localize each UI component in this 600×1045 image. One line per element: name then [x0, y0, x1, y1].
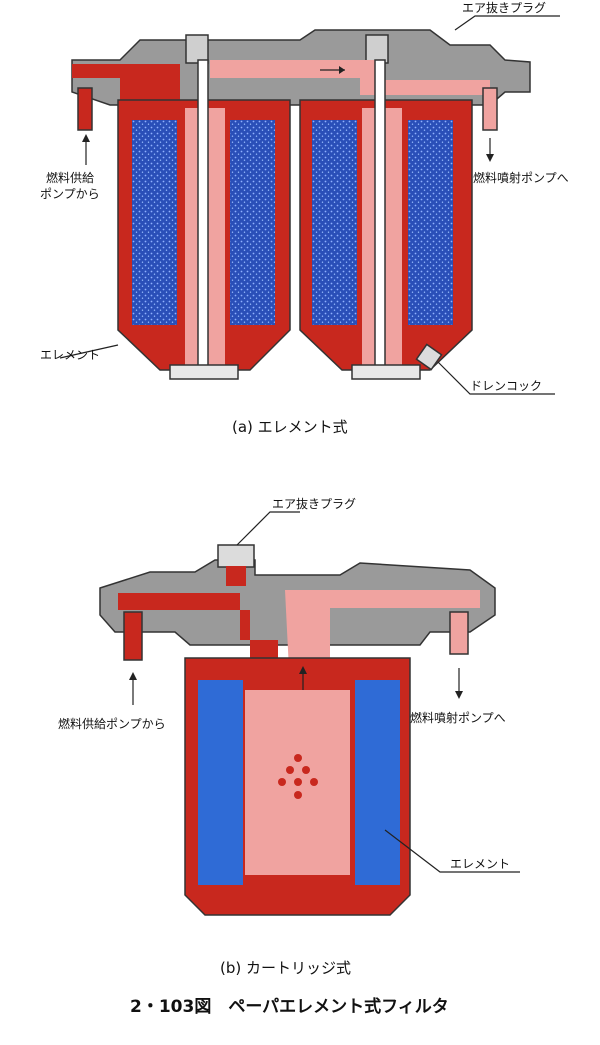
- leader-element-a: [59, 344, 119, 359]
- inlet-arrow-head-a: [82, 134, 90, 142]
- air-vent-plug-b: [217, 544, 255, 568]
- label-drain-cock-a: ドレンコック: [470, 379, 542, 393]
- inlet-channel-a: [72, 64, 180, 100]
- leader-element-b: [384, 829, 520, 873]
- outlet-pipe-b: [449, 611, 469, 655]
- element-right-b: [355, 680, 400, 885]
- cartridge-type-filter-drawing: [99, 511, 520, 916]
- drain-cock-a: [415, 343, 443, 371]
- inlet-pipe-b: [123, 611, 143, 661]
- label-element-b: エレメント: [450, 857, 510, 871]
- center-rod-left-a: [197, 59, 209, 371]
- outlet-arrow-head-b: [455, 691, 463, 699]
- element-left-inner-a: [230, 120, 275, 325]
- label-to-injection-pump-a: 燃料噴射ポンプへ: [473, 170, 569, 185]
- bottom-cap-left-a: [169, 364, 239, 380]
- leader-air-vent-b: [236, 511, 300, 546]
- label-from-pump-b: 燃料供給ポンプから: [58, 716, 166, 731]
- leader-air-vent-a: [454, 15, 560, 31]
- label-from-pump-a-line2: ポンプから: [40, 187, 100, 201]
- element-left-b: [198, 680, 243, 885]
- fuel-channel-top-a: [210, 60, 490, 95]
- bolt-left-a: [185, 34, 209, 64]
- caption-b: (b) カートリッジ式: [220, 959, 351, 977]
- outlet-arrow-head-a: [486, 154, 494, 162]
- element-left-outer-a: [132, 120, 177, 325]
- label-to-injection-pump-b: 燃料噴射ポンプへ: [410, 710, 506, 725]
- caption-a: (a) エレメント式: [232, 418, 348, 436]
- element-type-filter-drawing: [59, 15, 560, 395]
- element-right-outer-a: [312, 120, 357, 325]
- bolt-right-a: [365, 34, 389, 64]
- perforated-center-b: [278, 754, 318, 799]
- leader-drain-a: [437, 361, 555, 395]
- center-rod-right-a: [374, 59, 386, 371]
- label-from-pump-a-line1: 燃料供給: [46, 170, 94, 185]
- bottom-cap-right-a: [351, 364, 421, 380]
- air-vent-plug-stem-b: [226, 566, 246, 586]
- label-air-vent-plug-a: エア抜きプラグ: [462, 1, 546, 15]
- element-right-inner-a: [408, 120, 453, 325]
- center-up-arrow-head-b: [299, 666, 307, 674]
- label-element-a: エレメント: [40, 348, 100, 362]
- inlet-pipe-a: [77, 87, 93, 131]
- figure-title: 2・103図 ペーパエレメント式フィルタ: [130, 996, 449, 1017]
- flow-arrow-top-head-a: [339, 66, 345, 74]
- outlet-pipe-a: [482, 87, 498, 131]
- inlet-arrow-head-b: [129, 672, 137, 680]
- label-air-vent-plug-b: エア抜きプラグ: [272, 497, 356, 511]
